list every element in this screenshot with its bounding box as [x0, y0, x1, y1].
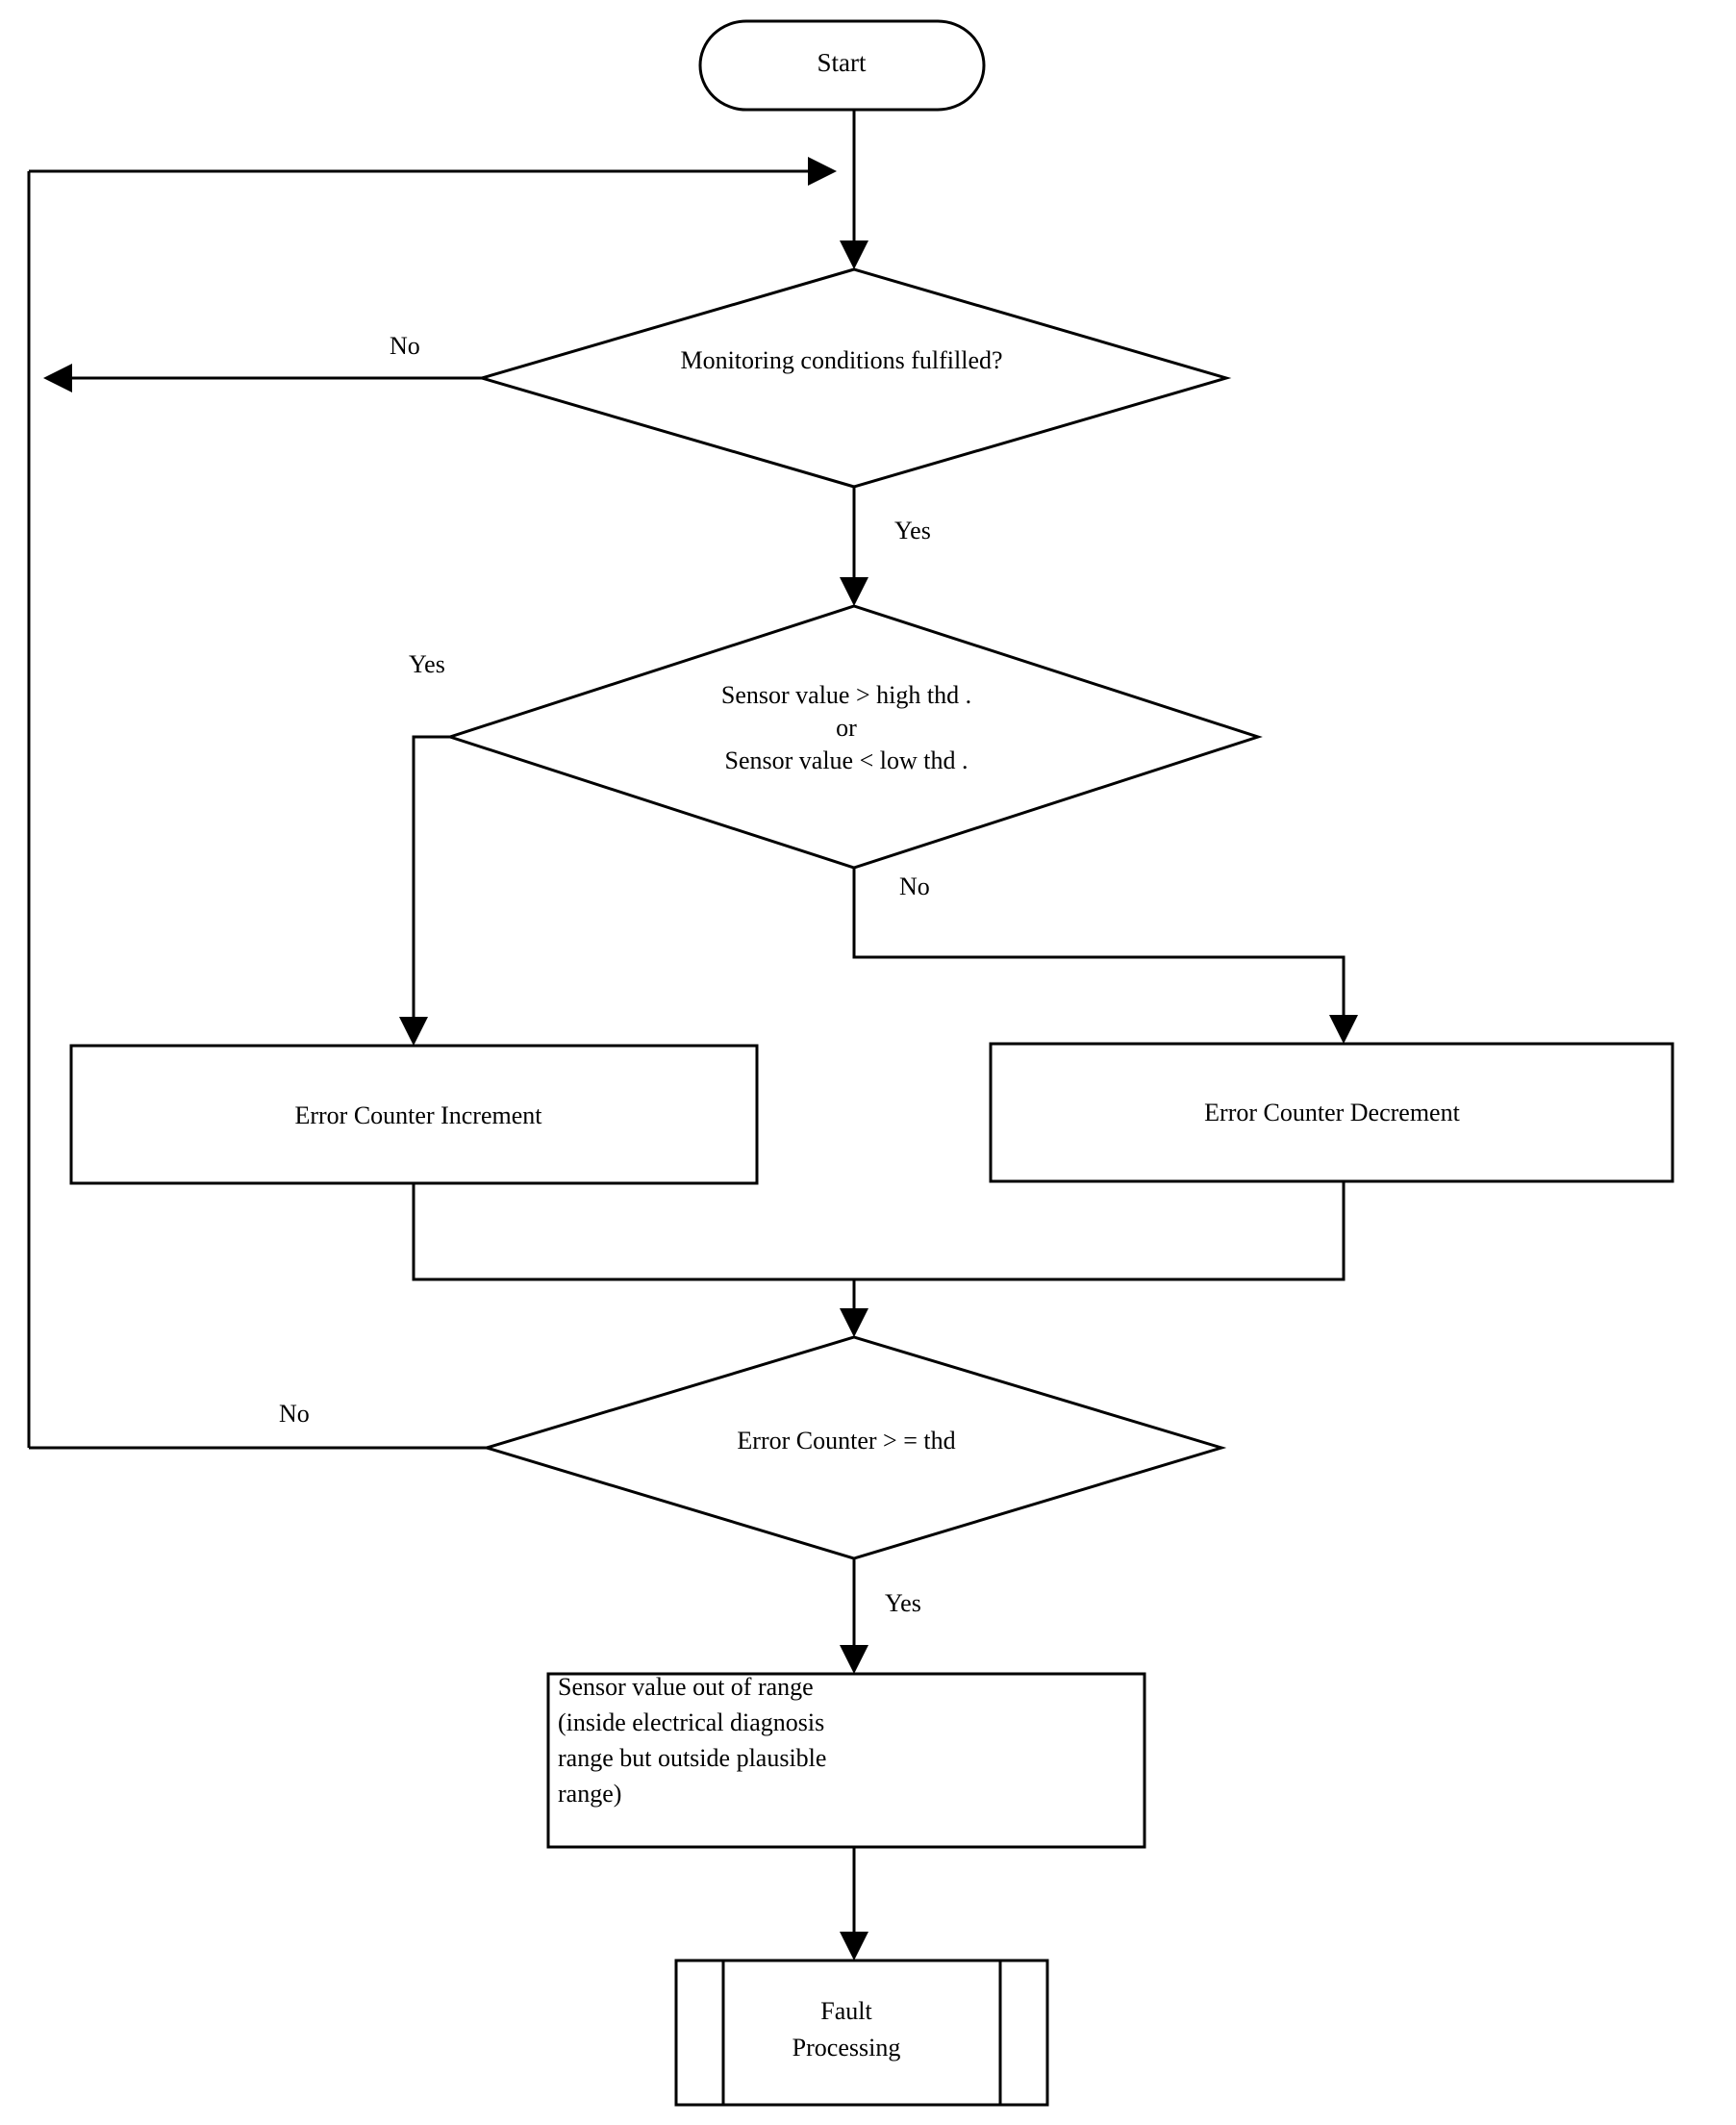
edge-label-cond1-yes: Yes: [894, 517, 931, 544]
edge-label-cond2-yes: Yes: [409, 650, 445, 678]
edge-label-cond2-no: No: [899, 873, 930, 900]
node-start-shape: [698, 19, 986, 112]
node-cond2-shape: [445, 604, 1263, 870]
edge-inc-down: [412, 1183, 854, 1281]
edge-dec-down: [854, 1181, 1346, 1281]
node-outrange-shape: [546, 1672, 1146, 1849]
node-inc-shape: [69, 1044, 759, 1185]
node-dec-shape: [989, 1042, 1674, 1183]
node-fault-shape: [674, 1959, 1049, 2107]
node-cond3-shape: [481, 1335, 1227, 1560]
edge-label-cond3-yes: Yes: [885, 1589, 921, 1617]
node-cond1-shape: [476, 267, 1232, 489]
edge-cond2-no: [852, 868, 1358, 1044]
edge-label-cond1-no: No: [390, 332, 420, 360]
edge-label-cond3-no: No: [279, 1400, 310, 1428]
edge-cond2-yes: [399, 735, 450, 1046]
